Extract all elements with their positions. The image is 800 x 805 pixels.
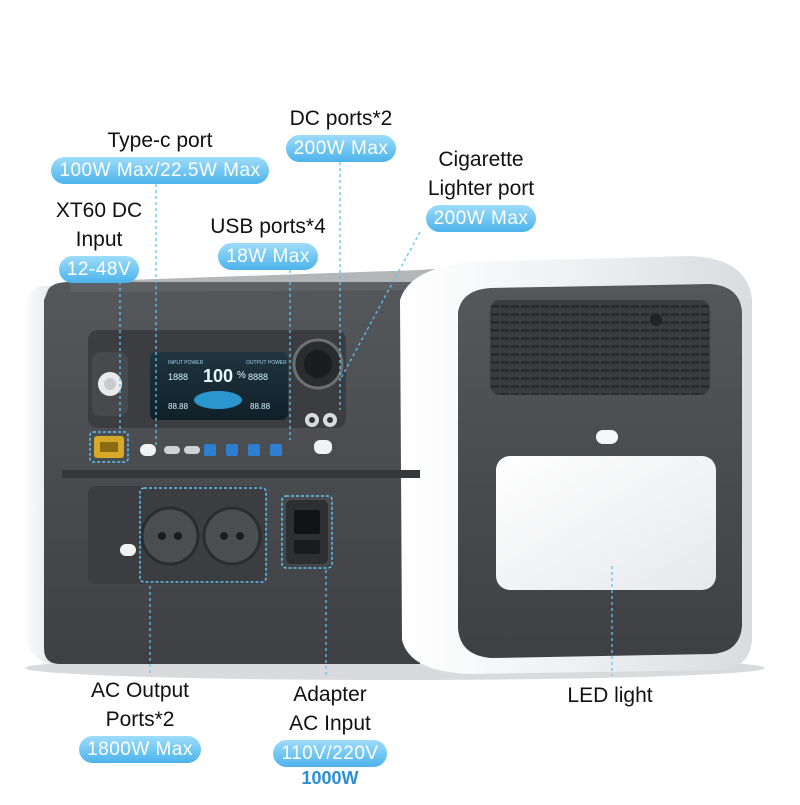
- cigarette-spec: 200W Max: [425, 205, 537, 232]
- ac-output-title-1: AC Output: [90, 679, 190, 702]
- ac-output-spec: 1800W Max: [79, 736, 201, 763]
- led-title: LED light: [567, 684, 653, 707]
- lcd-right-value: 8888: [248, 372, 269, 382]
- usb-title: USB ports*4: [210, 215, 326, 238]
- lcd-screen: [150, 352, 288, 420]
- small-button-left: [140, 444, 156, 456]
- usb-port-2: [226, 444, 238, 456]
- lcd-left-small: 88.88: [168, 402, 189, 411]
- type-c-port-2: [184, 446, 200, 454]
- lcd-center-value: 100: [203, 366, 234, 386]
- xt60-callout: XT60 DC Input 12-48V: [34, 196, 164, 283]
- adapter-title-1: Adapter: [293, 683, 367, 706]
- usb-port-1: [204, 444, 216, 456]
- dc-ports-spec: 200W Max: [285, 135, 397, 162]
- xt60-spec: 12-48V: [58, 256, 140, 283]
- adapter-callout: Adapter AC Input 110V/220V 1000W: [256, 680, 404, 789]
- ac-socket-2: [202, 506, 262, 566]
- type-c-port-1: [164, 446, 180, 454]
- ac-output-title-2: Ports*2: [105, 708, 175, 731]
- light-button: [596, 430, 618, 444]
- lcd-right-small: 88.88: [250, 402, 271, 411]
- lcd-center-unit: %: [237, 370, 246, 381]
- small-button-right: [314, 440, 332, 454]
- usb-port-4: [270, 444, 282, 456]
- xt60-title-1: XT60 DC: [55, 199, 143, 222]
- adapter-spec-2: 1000W: [301, 768, 359, 788]
- dc-ports-title: DC ports*2: [289, 107, 393, 130]
- type-c-spec: 100W Max/22.5W Max: [51, 157, 269, 184]
- cigarette-title-2: Lighter port: [427, 177, 535, 200]
- type-c-callout: Type-c port 100W Max/22.5W Max: [30, 126, 290, 184]
- ac-button: [120, 544, 136, 556]
- usb-spec: 18W Max: [218, 243, 318, 270]
- led-panel: [496, 456, 716, 590]
- lcd-right-caption: OUTPUT POWER: [246, 360, 287, 366]
- dc-ports-callout: DC ports*2 200W Max: [266, 104, 416, 162]
- vent-grille: [490, 300, 710, 395]
- cigarette-title-1: Cigarette: [438, 148, 524, 171]
- lcd-left-caption: INPUT POWER: [168, 360, 204, 366]
- adapter-spec: 110V/220V: [273, 740, 387, 767]
- lcd-left-value: 1888: [168, 372, 189, 382]
- ac-output-callout: AC Output Ports*2 1800W Max: [60, 676, 220, 763]
- xt60-title-2: Input: [75, 228, 123, 251]
- usb-port-3: [248, 444, 260, 456]
- led-callout: LED light: [540, 681, 680, 710]
- usb-callout: USB ports*4 18W Max: [196, 212, 340, 270]
- ac-socket-1: [140, 506, 200, 566]
- type-c-title: Type-c port: [107, 129, 213, 152]
- adapter-title-2: AC Input: [289, 712, 371, 735]
- cigarette-callout: Cigarette Lighter port 200W Max: [406, 145, 556, 232]
